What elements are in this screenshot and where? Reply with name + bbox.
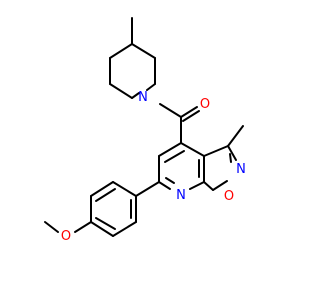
bond [90,181,114,197]
piperidine-nitrogen-label: N [138,90,148,105]
bond [109,43,133,59]
bond [203,181,214,191]
bond [164,150,185,163]
bond [212,180,228,191]
bond [131,43,156,59]
bond [135,181,160,197]
bond [131,92,140,99]
bond-lines [44,17,244,237]
bond [158,181,171,190]
bond [203,145,229,157]
carbonyl-oxygen-label: O [200,97,210,112]
isoxazole-nitrogen-label: N [236,162,246,177]
bond [180,142,205,157]
bond [90,221,114,237]
bond [112,181,137,197]
bond [189,181,205,190]
bond [146,83,156,91]
pyridine-nitrogen-label: N [176,188,186,203]
bond [44,221,59,233]
bond [159,103,182,118]
methoxy-oxygen-label: O [61,229,71,244]
bond [182,110,200,122]
bond [95,217,116,230]
isoxazole-oxygen-label: O [224,189,234,204]
bond [158,142,182,157]
bond [180,106,198,118]
bond [227,125,244,147]
bond [109,83,133,99]
bond [74,221,92,233]
bond [165,177,175,184]
bond [112,221,137,237]
bond [229,153,232,163]
bond [227,145,237,161]
bond [95,188,116,202]
atom-labels: N O N O N O [61,90,246,244]
molecule-structure: N O N O N O [44,17,246,244]
